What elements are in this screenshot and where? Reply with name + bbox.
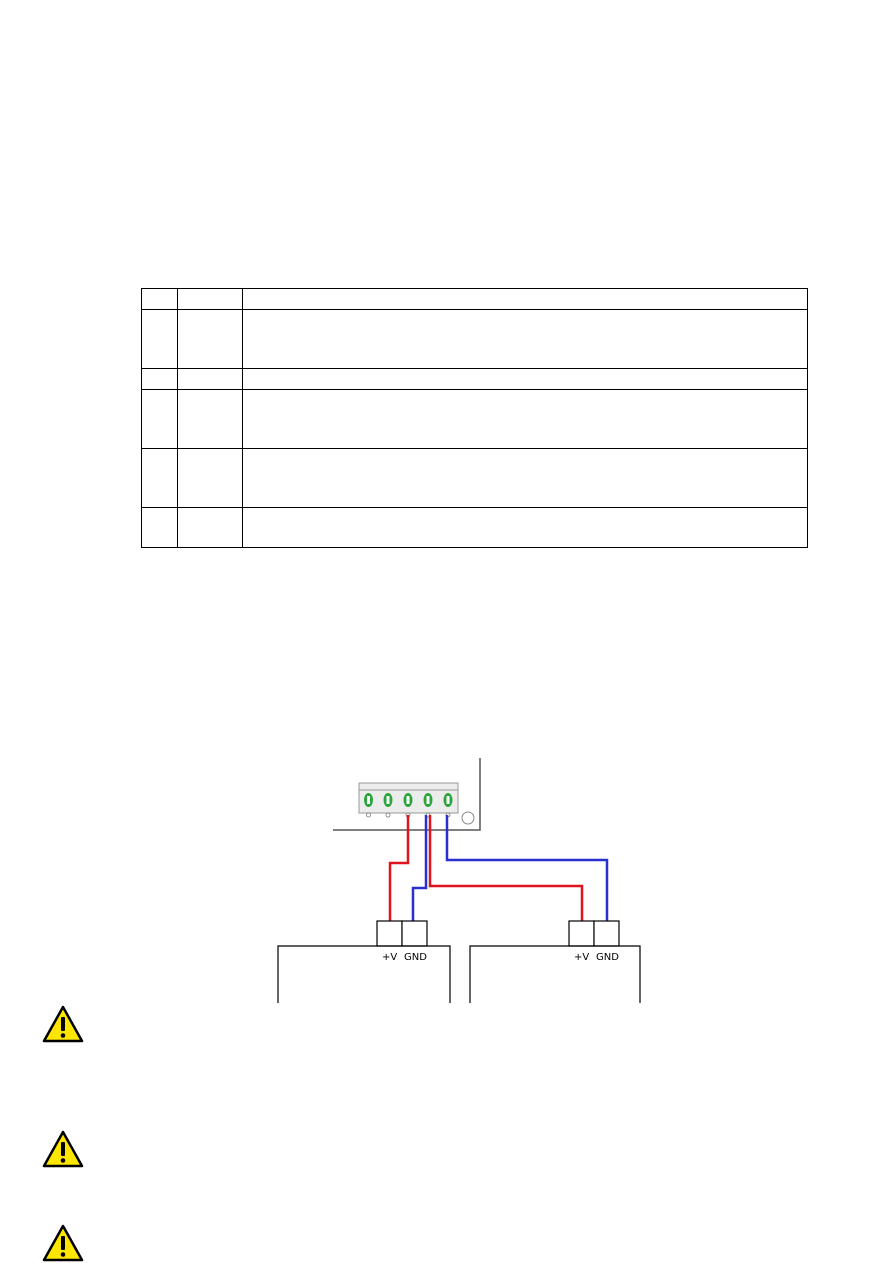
wire-ground-1 — [411, 815, 428, 921]
table-cell — [177, 368, 243, 390]
terminal-screws — [364, 793, 453, 818]
table-row — [141, 288, 808, 310]
device-1-ground-label: GND — [404, 952, 427, 963]
screw-marker — [385, 812, 391, 818]
table-cell — [242, 288, 808, 310]
wire-positive-1 — [388, 815, 410, 921]
device-1-positive-label: +V — [382, 952, 397, 963]
device-2-terminal-positive — [568, 920, 595, 947]
table-cell — [242, 309, 808, 369]
screw-slot — [386, 796, 390, 804]
specification-table — [141, 288, 808, 548]
terminal-screw — [383, 793, 393, 818]
screw-slot — [367, 796, 370, 804]
device-1-body — [277, 945, 451, 1003]
wire-ground-2 — [445, 815, 609, 921]
table-cell — [177, 448, 243, 508]
warning-triangle-icon — [42, 1130, 84, 1168]
table-cell — [177, 309, 243, 369]
table-cell — [242, 448, 808, 508]
table-cell — [141, 368, 178, 390]
table-row — [141, 368, 808, 390]
wiring-diagram-svg: +V GND +V GND — [277, 758, 641, 1003]
device-1-terminal-ground — [401, 920, 428, 947]
table-cell — [141, 448, 178, 508]
table-cell — [141, 309, 178, 369]
table-row — [141, 309, 808, 369]
wiring-diagram: +V GND +V GND — [270, 758, 650, 1003]
table-cell — [242, 368, 808, 390]
table-cell — [242, 507, 808, 548]
device-2-terminal-ground — [593, 920, 620, 947]
screw-slot — [426, 796, 430, 804]
table-cell — [141, 507, 178, 548]
warning-triangle-icon — [42, 1224, 84, 1262]
table-cell — [177, 389, 243, 449]
table-row — [141, 507, 808, 548]
device-2-ground-label: GND — [596, 952, 619, 963]
screw-slot — [406, 796, 410, 804]
table-cell — [177, 507, 243, 548]
table-cell — [141, 288, 178, 310]
table-cell — [141, 389, 178, 449]
table-cell — [177, 288, 243, 310]
device-1-terminal-positive — [376, 920, 403, 947]
warning-triangle-icon — [42, 1005, 84, 1043]
terminal-screw — [364, 793, 373, 818]
mounting-hole — [461, 811, 475, 825]
controller-housing — [333, 758, 481, 831]
device-2-positive-label: +V — [574, 952, 589, 963]
screw-marker — [366, 812, 371, 818]
table-row — [141, 448, 808, 508]
screw-slot — [446, 796, 450, 804]
table-cell — [242, 389, 808, 449]
device-2-body — [469, 945, 641, 1003]
table-row — [141, 389, 808, 449]
wire-positive-2 — [428, 815, 584, 921]
